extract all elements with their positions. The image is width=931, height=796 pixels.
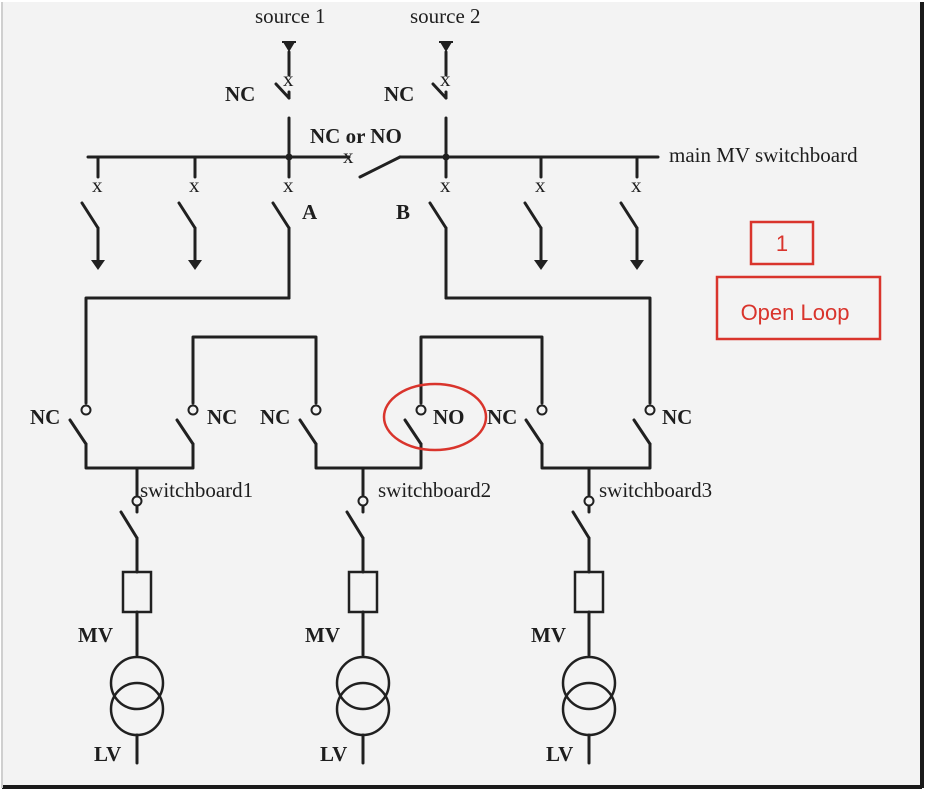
feeder-breaker-x: x <box>92 173 103 197</box>
source-2-feed: source 2 x NC <box>384 4 481 159</box>
transformer-1-primary <box>109 655 165 711</box>
ring-switch-label-4: NO <box>433 405 465 429</box>
switchboard-2-rmu: NC NO <box>260 404 465 507</box>
ring-switch-label-3: NC <box>260 405 290 429</box>
feeder-breaker-x: x <box>535 173 546 197</box>
switchboard-1-rmu: NC NC <box>30 404 237 507</box>
annotation-label: Open Loop <box>741 300 850 325</box>
source-2-label: source 2 <box>410 4 481 28</box>
ring-switch-label-6: NC <box>662 405 692 429</box>
substation-1: switchboard1 MV LV <box>78 478 253 766</box>
bus-coupler-label: NC or NO <box>310 124 402 148</box>
normally-open-switch <box>403 418 423 446</box>
source-2-switch-label: NC <box>384 82 414 106</box>
feeder-breaker-x: x <box>440 173 451 197</box>
transformer-3-primary <box>561 655 617 711</box>
diagram-panel <box>2 2 921 786</box>
transformer-2-primary <box>335 655 391 711</box>
ring-switch-label-1: NC <box>30 405 60 429</box>
annotation-label-box <box>715 275 882 341</box>
source-2-switch <box>431 82 448 100</box>
switchboard-3-label: switchboard3 <box>599 478 712 502</box>
spare-feeder-4: x <box>619 155 644 270</box>
ring-cables <box>84 296 652 405</box>
source-1-breaker-x: x <box>283 67 294 91</box>
switchboard-2-label: switchboard2 <box>378 478 491 502</box>
source-1-switch <box>274 82 291 100</box>
bus-coupler-switch <box>358 155 402 179</box>
open-point-highlight-circle <box>382 382 488 452</box>
feeder-a-label: A <box>302 200 318 224</box>
annotation-number: 1 <box>776 231 788 256</box>
source-1-label: source 1 <box>255 4 326 28</box>
feeder-b-label: B <box>396 200 410 224</box>
ring-switch-label-2: NC <box>207 405 237 429</box>
feeder-breaker-x: x <box>283 173 294 197</box>
feeder-breaker-x: x <box>631 173 642 197</box>
spare-feeder-2: x <box>177 155 202 270</box>
feeder-breaker-x: x <box>189 173 200 197</box>
source-1-feed: source 1 x NC <box>225 4 326 159</box>
spare-feeder-3: x <box>523 155 548 270</box>
lv-label-3: LV <box>546 742 573 766</box>
source-2-breaker-x: x <box>440 67 451 91</box>
source-1-switch-label: NC <box>225 82 255 106</box>
lv-label-2: LV <box>320 742 347 766</box>
mv-label-3: MV <box>531 623 566 647</box>
substation-3: switchboard3 MV LV <box>531 478 712 766</box>
feeder-b: x B <box>396 155 451 300</box>
feeder-a: x A <box>271 155 318 300</box>
mv-label-1: MV <box>78 623 113 647</box>
switchboard-1-label: switchboard1 <box>140 478 253 502</box>
annotation-number-box <box>749 220 815 266</box>
main-bus-label: main MV switchboard <box>669 143 858 167</box>
substation-2: switchboard2 MV LV <box>305 478 491 766</box>
lv-label-1: LV <box>94 742 121 766</box>
spare-feeder-1: x <box>80 155 105 270</box>
switchboard-3-rmu: NC NC <box>487 404 692 507</box>
coupler-breaker-x: x <box>343 144 354 168</box>
ring-switch-label-5: NC <box>487 405 517 429</box>
mv-label-2: MV <box>305 623 340 647</box>
main-busbar: x NC or NO main MV switchboard <box>86 124 858 179</box>
